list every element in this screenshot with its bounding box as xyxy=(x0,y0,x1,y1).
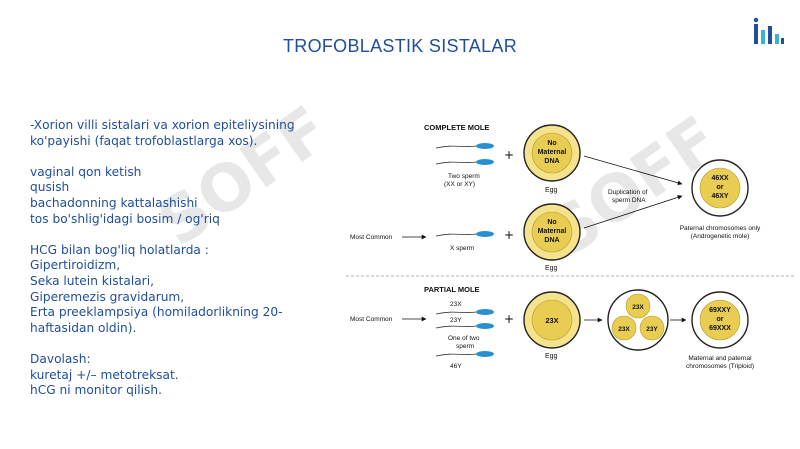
x-sperm-label: X sperm xyxy=(450,245,474,252)
egg-label: Egg xyxy=(545,187,558,194)
plus-sign: + xyxy=(504,228,514,242)
egg-text: No xyxy=(547,140,556,147)
result-text: 69XXX xyxy=(709,325,731,332)
text-line: vaginal qon ketish xyxy=(30,164,142,179)
two-sperm-label: Two sperm xyxy=(448,173,480,180)
result-text: or xyxy=(717,184,724,191)
one-of-two-label: sperm xyxy=(456,343,474,350)
one-of-two-label: One of two xyxy=(448,335,480,342)
sperm-icon xyxy=(435,231,494,237)
partial-mole-heading: PARTIAL MOLE xyxy=(424,285,480,294)
text-line: Gipertiroidizm, xyxy=(30,258,121,273)
result-text: or xyxy=(717,316,724,323)
result-text: 46XY xyxy=(711,193,728,200)
result-text: 69XXY xyxy=(709,307,731,314)
text-line: Seka lutein kistalari, xyxy=(30,273,154,288)
text-line: Giperemezis gravidarum, xyxy=(30,289,185,304)
text-line: HCG bilan bog'liq holatlarda : xyxy=(30,242,209,257)
egg-label: Egg xyxy=(545,353,558,360)
text-line: qusish xyxy=(30,180,70,195)
text-line: Davolash: xyxy=(30,351,91,366)
egg-text: DNA xyxy=(544,237,559,244)
text-line: Erta preeklampsiya (homiladorlikning 20- xyxy=(30,305,283,320)
plus-sign: + xyxy=(504,312,514,326)
text-line: -Xorion villi sistalari va xorion epitel… xyxy=(30,118,295,132)
text-line: hCG ni monitor qilish. xyxy=(30,383,162,398)
mole-diagram: COMPLETE MOLE Two sperm (XX or XY) + No … xyxy=(346,123,794,370)
text-line: ko'payishi (faqat trofoblastlarga xos). xyxy=(30,133,258,148)
result-cell-icon xyxy=(691,291,749,349)
slide-title: TROFOBLASTIK SISTALAR xyxy=(282,36,517,56)
text-line: haftasidan oldin). xyxy=(30,320,137,335)
cell-label: 23Y xyxy=(646,326,658,333)
duplication-label: Duplication of xyxy=(608,189,648,196)
result-caption: Maternal and paternal xyxy=(688,355,752,362)
plus-sign: + xyxy=(504,148,514,162)
result-caption: Paternal chromosomes only xyxy=(680,225,761,232)
sperm-icon xyxy=(435,309,494,315)
sperm-icon xyxy=(435,159,494,165)
sperm-23y-label: 23Y xyxy=(450,317,462,324)
text-body: -Xorion villi sistalari va xorion epitel… xyxy=(30,118,330,399)
egg-icon xyxy=(523,291,581,349)
most-common-label: Most Common xyxy=(350,316,393,323)
egg-text: Maternal xyxy=(538,228,567,235)
egg-icon xyxy=(523,124,581,182)
result-text: 46XX xyxy=(711,175,728,182)
cell-label: 23X xyxy=(618,326,630,333)
sperm-icon xyxy=(435,143,494,149)
sperm-icon xyxy=(435,323,494,329)
result-caption: (Androgenetic mole) xyxy=(691,233,750,240)
duplication-label: sperm DNA xyxy=(612,197,646,204)
egg-text: 23X xyxy=(545,316,558,325)
sperm-23x-label: 23X xyxy=(450,301,462,308)
egg-icon xyxy=(523,203,581,261)
egg-label: Egg xyxy=(545,265,558,272)
most-common-label: Most Common xyxy=(350,234,393,241)
egg-text: No xyxy=(547,219,556,226)
sperm-icon xyxy=(435,351,494,357)
text-line: bachadonning kattalashishi xyxy=(30,195,198,210)
text-line: kuretaj +/– metotreksat. xyxy=(30,367,179,382)
text-line: tos bo'shlig'idagi bosim / og'riq xyxy=(30,211,220,226)
egg-text: Maternal xyxy=(538,149,567,156)
egg-text: DNA xyxy=(544,158,559,165)
result-caption: chromosomes (Triploid) xyxy=(686,363,754,370)
two-sperm-label: (XX or XY) xyxy=(444,181,475,188)
dividing-cell-icon xyxy=(607,289,669,351)
complete-mole-heading: COMPLETE MOLE xyxy=(424,123,489,132)
logo-icon xyxy=(753,17,784,44)
cell-label: 23X xyxy=(632,304,644,311)
result-cell-icon xyxy=(691,159,749,217)
sperm-46y-label: 46Y xyxy=(450,363,462,370)
